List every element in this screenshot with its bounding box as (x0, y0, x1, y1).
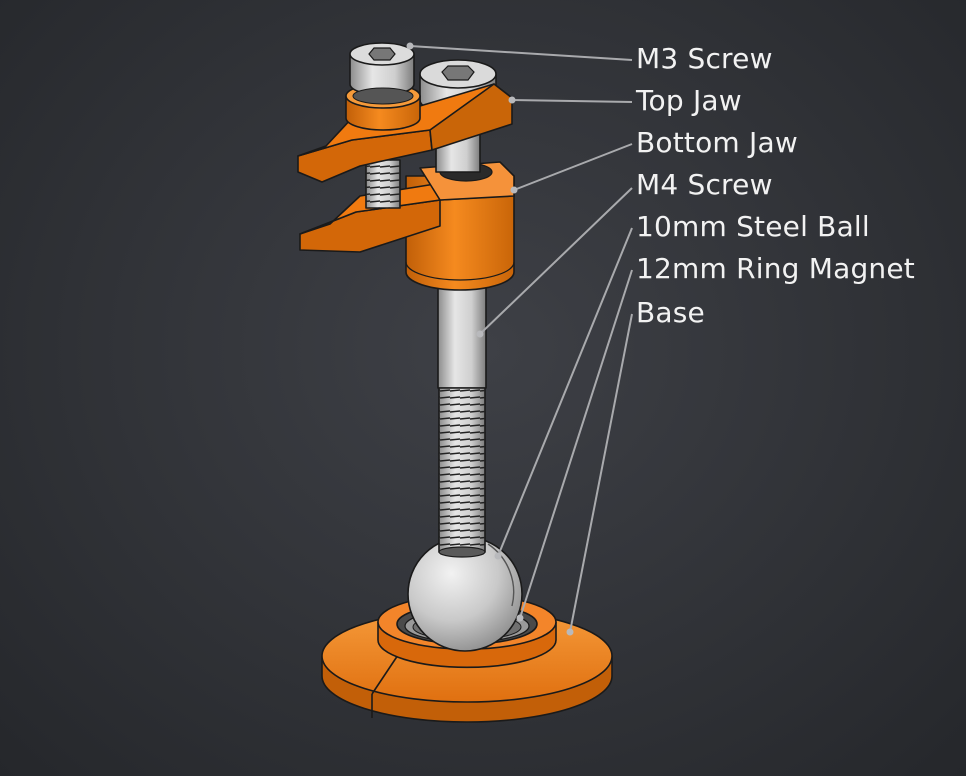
label-m3-screw: M3 Screw (636, 42, 773, 75)
label-top-jaw: Top Jaw (636, 84, 742, 117)
bottom-jaw-part (299, 161, 515, 291)
leader-bottom-jaw (513, 143, 633, 191)
m3-thread (365, 159, 401, 209)
top-jaw-part (297, 83, 513, 183)
leader-lines (406, 42, 633, 636)
leader-top-jaw (511, 99, 633, 103)
label-bottom-jaw: Bottom Jaw (636, 126, 798, 159)
leader-m4-screw (479, 187, 633, 335)
label-base: Base (636, 296, 705, 329)
label-ring-magnet: 12mm Ring Magnet (636, 252, 915, 285)
label-m4-screw: M4 Screw (636, 168, 773, 201)
leader-base (569, 313, 633, 633)
leader-ring-magnet (519, 269, 633, 619)
m4-screw-part (437, 269, 487, 558)
leader-m3-screw (409, 45, 633, 61)
leader-steel-ball (497, 227, 633, 557)
label-steel-ball: 10mm Steel Ball (636, 210, 870, 243)
m3-screw-head (349, 42, 415, 105)
